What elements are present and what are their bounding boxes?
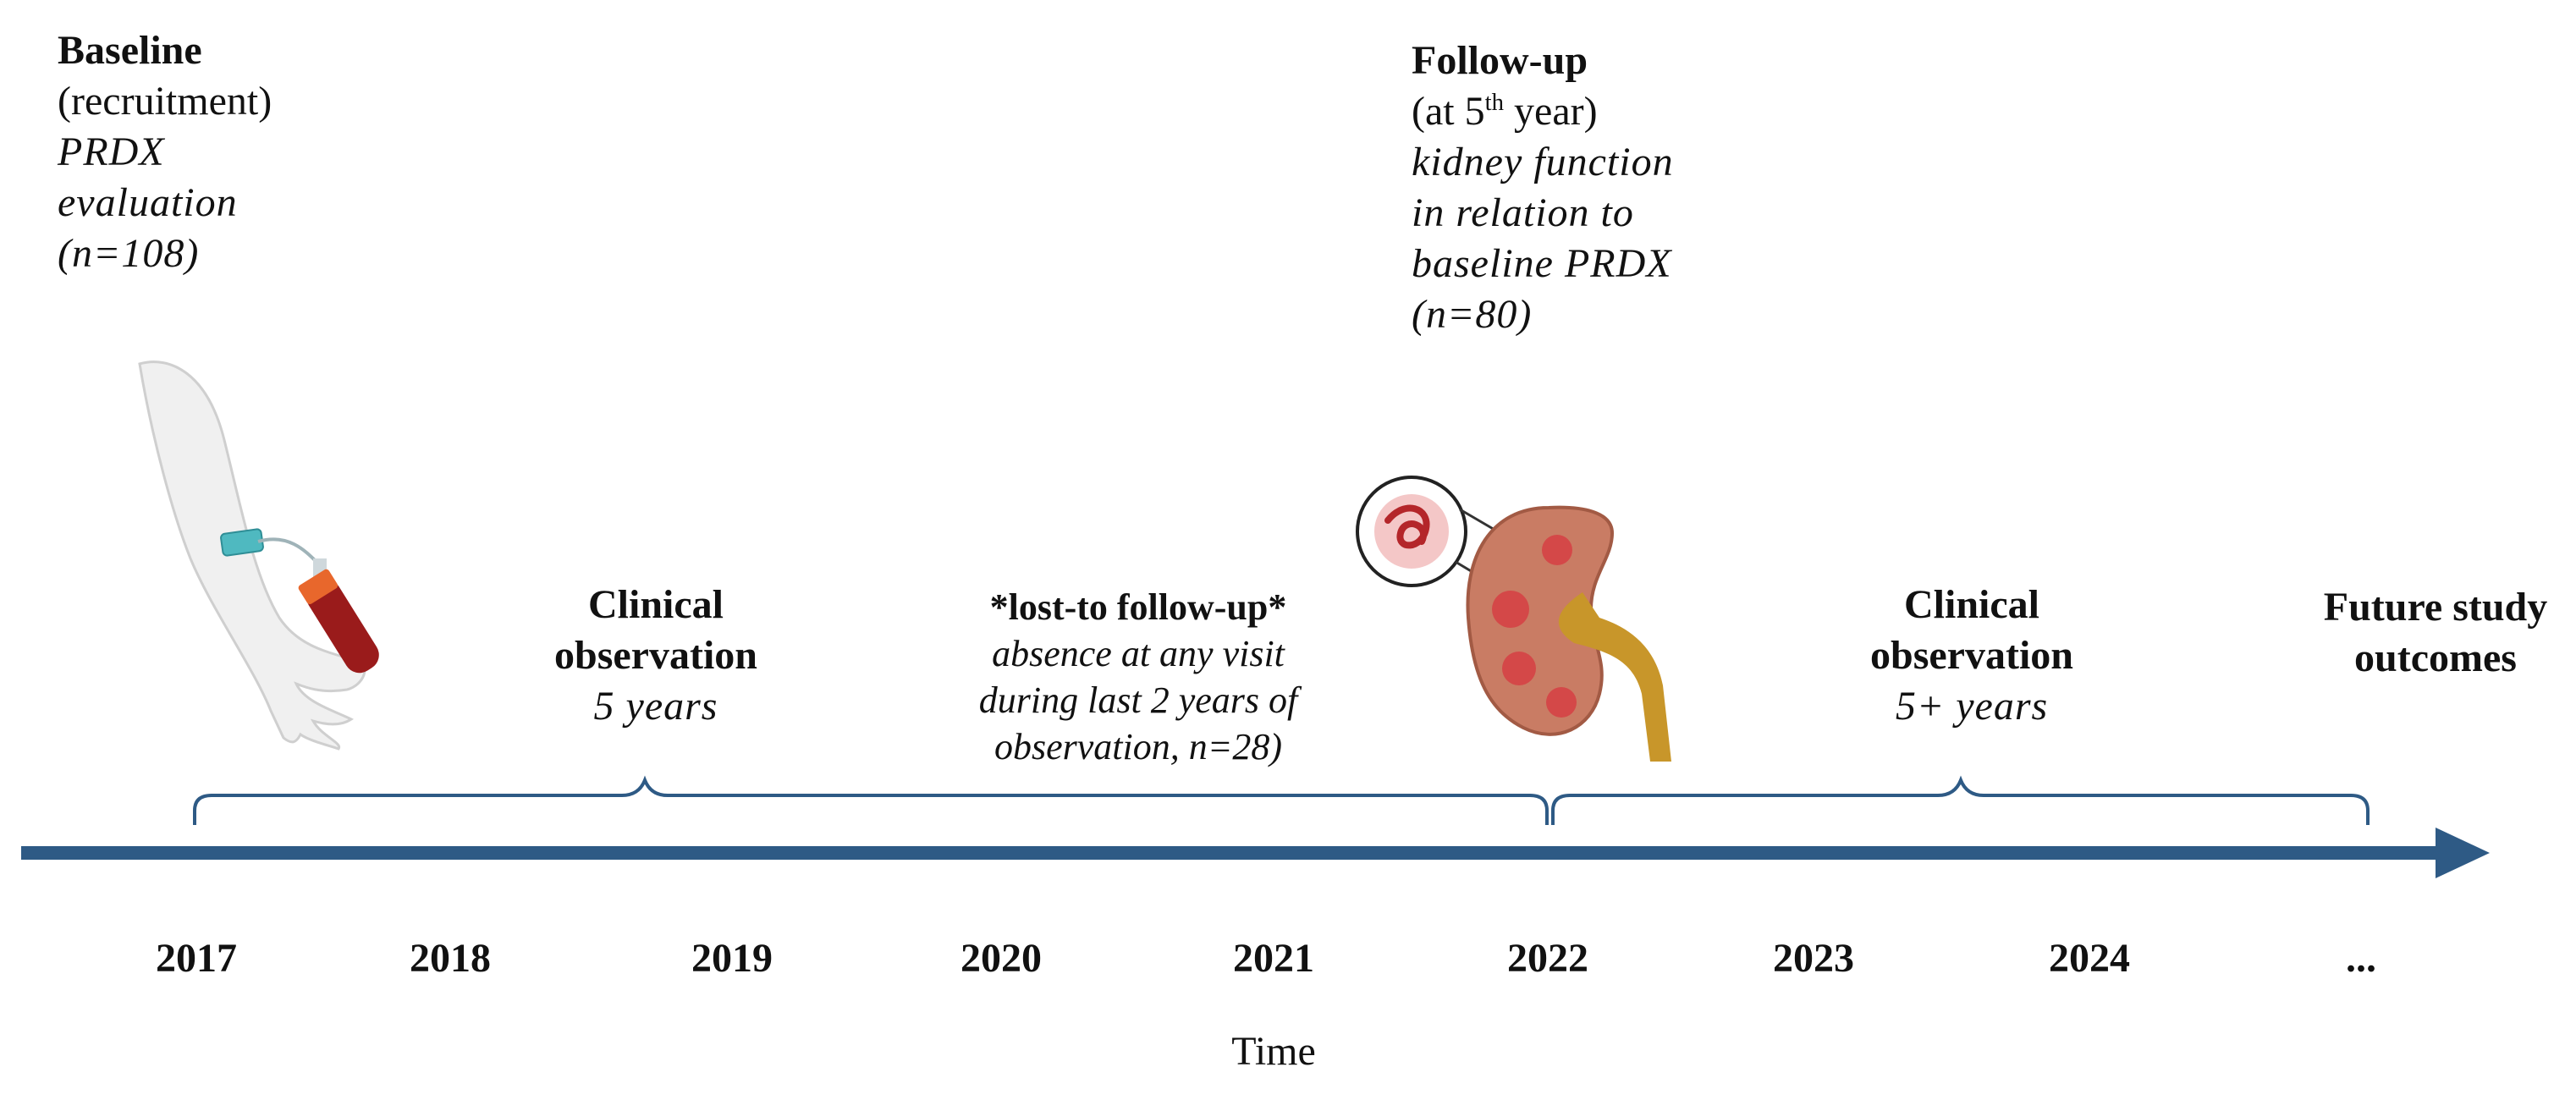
followup-relation: in relation to [1412, 190, 1634, 235]
followup-annotation: Follow-up (at 5th year) kidney function … [1412, 36, 1674, 340]
time-axis [21, 828, 2490, 878]
clinical-observation-2-line2: observation [1870, 633, 2073, 678]
followup-n: (n=80) [1412, 292, 1533, 337]
year-label: 2018 [410, 936, 491, 981]
brace-clinical-observation-1 [193, 775, 1549, 825]
arrow-head-icon [2436, 828, 2490, 878]
baseline-evaluation: evaluation [58, 180, 238, 225]
lost-line2: absence at any visit [992, 633, 1285, 674]
baseline-prdx: PRDX [58, 129, 165, 174]
followup-baseline-prdx: baseline PRDX [1412, 241, 1672, 286]
brace-clinical-observation-2 [1551, 775, 2370, 825]
baseline-title: Baseline [58, 28, 202, 73]
clinical-observation-1-duration: 5 years [593, 684, 718, 729]
future-line1: Future study [2323, 585, 2548, 630]
clinical-observation-2-duration: 5+ years [1895, 684, 2049, 729]
lost-line3: during last 2 years of [978, 679, 1298, 721]
blood-draw-illustration [138, 360, 379, 751]
year-label: 2019 [691, 936, 773, 981]
year-label: 2024 [2049, 936, 2130, 981]
clinical-observation-1-line1: Clinical [587, 582, 724, 627]
year-label: 2020 [960, 936, 1042, 981]
year-label: 2022 [1507, 936, 1588, 981]
baseline-recruitment: (recruitment) [58, 79, 272, 124]
clinical-observation-2-line1: Clinical [1903, 582, 2039, 627]
clinical-observation-1-line2: observation [554, 633, 757, 678]
clinical-observation-2: Clinical observation 5+ years [1870, 580, 2073, 732]
future-line2: outcomes [2354, 635, 2517, 680]
baseline-annotation: Baseline (recruitment) PRDX evaluation (… [58, 25, 272, 279]
lost-title: *lost-to follow-up* [989, 586, 1287, 628]
year-label: 2021 [1233, 936, 1314, 981]
lost-to-followup: *lost-to follow-up* absence at any visit… [979, 584, 1297, 770]
followup-timing: (at 5th year) [1412, 89, 1598, 134]
year-label: 2017 [156, 936, 237, 981]
future-study-outcomes: Future study outcomes [2324, 582, 2548, 684]
followup-title: Follow-up [1412, 38, 1588, 83]
followup-kidney-function: kidney function [1412, 140, 1674, 184]
year-label: 2023 [1773, 936, 1854, 981]
year-label-ellipsis: ... [2346, 936, 2376, 981]
lost-line4: observation, n=28) [994, 726, 1283, 767]
kidney-illustration [1356, 476, 1671, 762]
clinical-observation-1: Clinical observation 5 years [554, 580, 757, 732]
axis-title: Time [1231, 1029, 1316, 1074]
baseline-n: (n=108) [58, 231, 200, 276]
